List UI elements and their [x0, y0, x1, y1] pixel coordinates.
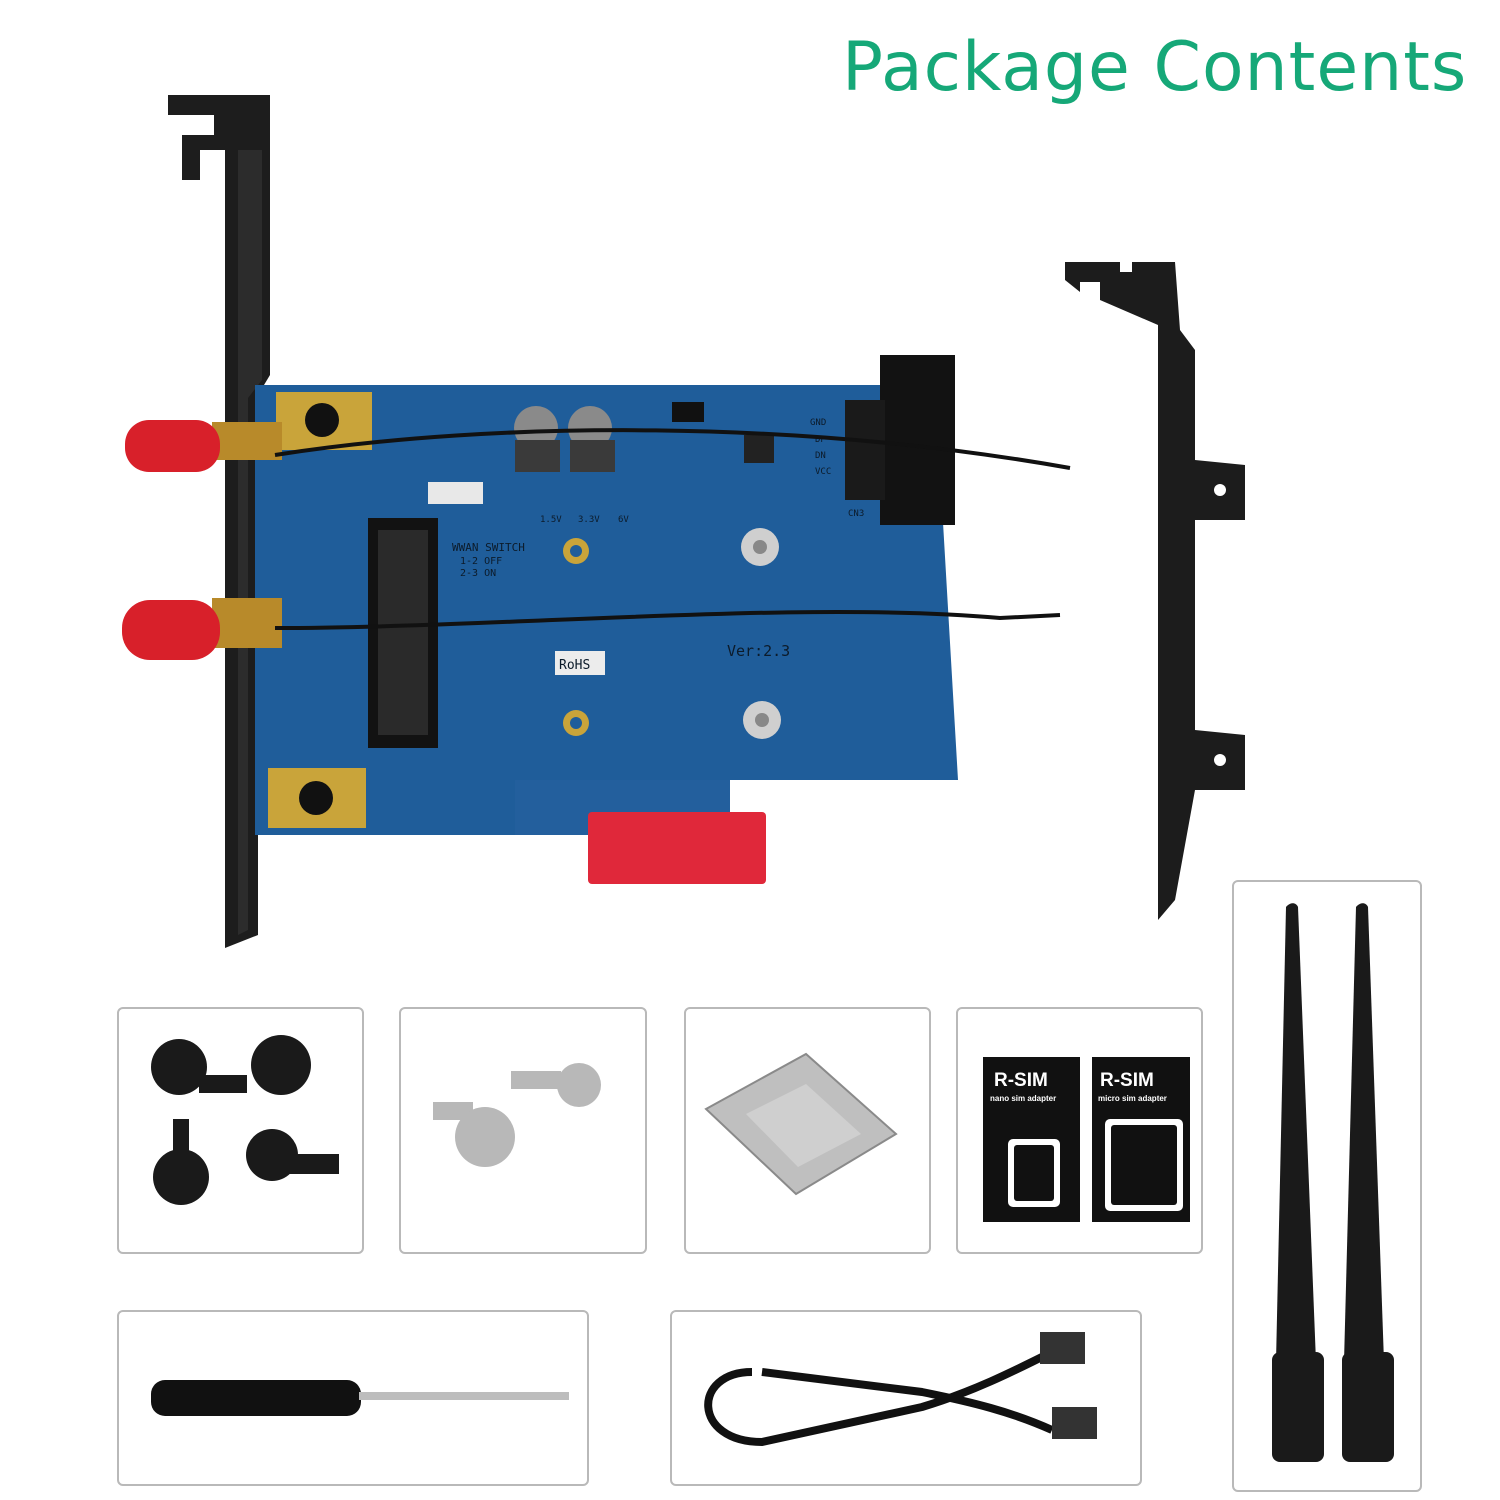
accessory-box-screwdriver — [117, 1310, 589, 1486]
accessory-box-usb-cable — [670, 1310, 1142, 1486]
micro-sim-caption: micro sim adapter — [1098, 1094, 1167, 1103]
accessory-box-silver-screws — [399, 1007, 647, 1254]
pigtail-cable-2 — [274, 609, 1061, 630]
pin-label-gnd: GND — [810, 418, 826, 428]
antenna-jack-top — [125, 420, 282, 472]
version-label: Ver:2.3 — [727, 642, 790, 660]
switch-title: WWAN SWITCH — [452, 541, 525, 554]
voltage-label-1: 1.5V — [540, 515, 562, 525]
voltage-label-2: 3.3V — [578, 515, 600, 525]
antenna-jack-bottom — [122, 598, 282, 660]
nano-sim-caption: nano sim adapter — [990, 1094, 1056, 1103]
full-height-bracket — [168, 95, 270, 948]
pigtail-cable-1 — [274, 428, 1071, 470]
nano-sim-adapter: R-SIM nano sim adapter — [983, 1057, 1080, 1222]
accessory-box-antennas — [1232, 880, 1422, 1492]
rohs-label: RoHS — [559, 658, 590, 673]
switch-on: 2-3 ON — [460, 568, 496, 579]
accessory-box-black-screws — [117, 1007, 364, 1254]
micro-sim-brand: R-SIM — [1100, 1070, 1154, 1091]
micro-sim-adapter: R-SIM micro sim adapter — [1092, 1057, 1190, 1222]
pin-label-dp: DP — [815, 435, 826, 445]
accessory-box-mounting-plate — [684, 1007, 931, 1254]
voltage-label-3: 6V — [618, 515, 629, 525]
page-title: Package Contents — [842, 28, 1468, 107]
pin-label-dn: DN — [815, 451, 826, 461]
pin-label-vcc: VCC — [815, 467, 831, 477]
low-profile-bracket — [1065, 262, 1245, 920]
nano-sim-brand: R-SIM — [994, 1070, 1048, 1091]
switch-off: 1-2 OFF — [460, 556, 502, 567]
pcie-adapter-board: WWAN SWITCH 1-2 OFF 2-3 ON RoHS Ver:2.3 … — [255, 355, 958, 835]
accessory-box-sim-adapters: R-SIM nano sim adapter R-SIM micro sim a… — [956, 1007, 1203, 1254]
pcie-connector-cap — [588, 812, 766, 884]
header-ref: CN3 — [848, 509, 864, 519]
